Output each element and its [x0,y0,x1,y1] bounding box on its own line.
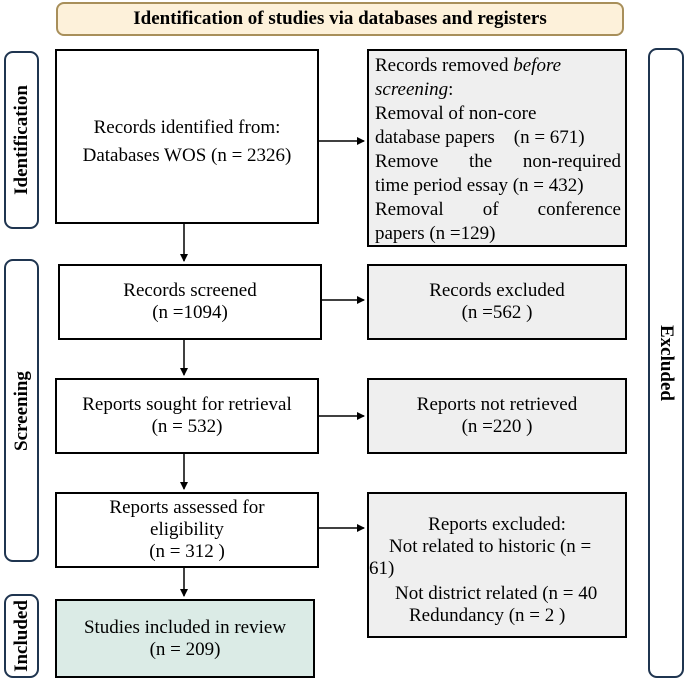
phase-label-identification: Identification [4,51,39,229]
records-excluded-count: (n =562 ) [461,302,533,323]
reports-assessed-line1: Reports assessed for [109,497,265,518]
reports-excluded-line4: Not district related (n = 40 [395,583,598,604]
phase-label-included: Included [4,594,39,678]
records-identified-line2: Databases WOS (n = 2326) [82,144,292,166]
records-removed-colon: : [448,79,454,100]
records-excluded-label: Records excluded [429,280,565,301]
reports-excluded-box: Reports excluded: Not related to histori… [367,492,627,638]
records-removed-line6: time period essay (n = 432) [375,175,584,196]
records-excluded-box: Records excluded (n =562 ) [367,264,627,340]
reports-sought-box: Reports sought for retrieval (n = 532) [55,378,319,454]
phase-label-identification-text: Identification [10,85,32,195]
studies-included-box: Studies included in review (n = 209) [55,599,315,678]
records-removed-line4: database papers (n = 671) [375,127,585,148]
reports-not-retrieved-box: Reports not retrieved (n =220 ) [367,378,627,454]
records-removed-screening: screening [375,79,449,100]
records-removed-line7: Removal of conference [375,199,621,220]
reports-not-retrieved-label: Reports not retrieved [416,394,578,415]
records-removed-line3: Removal of non-core [375,103,537,124]
reports-excluded-line2: Not related to historic (n = [389,536,592,557]
records-removed-box: Records removed before screening: Remova… [367,49,627,247]
phase-label-screening: Screening [4,259,39,562]
records-identified-box: Records identified from: Databases WOS (… [55,49,319,224]
diagram-title-text: Identification of studies via databases … [133,8,547,29]
reports-assessed-line2: eligibility [150,519,224,540]
reports-assessed-box: Reports assessed for eligibility (n = 31… [55,492,319,568]
reports-assessed-count: (n = 312 ) [149,541,225,562]
records-identified-line1: Records identified from: [93,116,281,138]
records-removed-line5: Remove the non-required [375,151,621,172]
records-removed-before: before [513,55,562,76]
reports-excluded-line3: 61) [369,558,395,579]
reports-sought-label: Reports sought for retrieval [82,394,292,415]
phase-label-screening-text: Screening [10,370,32,451]
records-removed-line1: Records removed before [375,54,621,78]
records-screened-box: Records screened (n =1094) [58,264,322,340]
reports-sought-count: (n = 532) [151,416,223,437]
records-removed-line2: screening: [375,78,621,102]
studies-included-count: (n = 209) [149,638,221,660]
reports-excluded-line5: Redundancy (n = 2 ) [409,605,566,626]
studies-included-label: Studies included in review [83,616,287,638]
phase-label-included-text: Included [10,600,32,672]
reports-excluded-heading: Reports excluded: [428,514,566,535]
diagram-title: Identification of studies via databases … [56,2,624,36]
records-screened-count: (n =1094) [152,302,228,323]
records-removed-line8: papers (n =129) [375,223,496,244]
phase-label-excluded: Excluded [648,48,684,678]
reports-not-retrieved-count: (n =220 ) [461,416,533,437]
records-removed-prefix: Records removed [375,55,514,76]
phase-label-excluded-text: Excluded [656,324,677,402]
records-screened-label: Records screened [123,280,257,301]
